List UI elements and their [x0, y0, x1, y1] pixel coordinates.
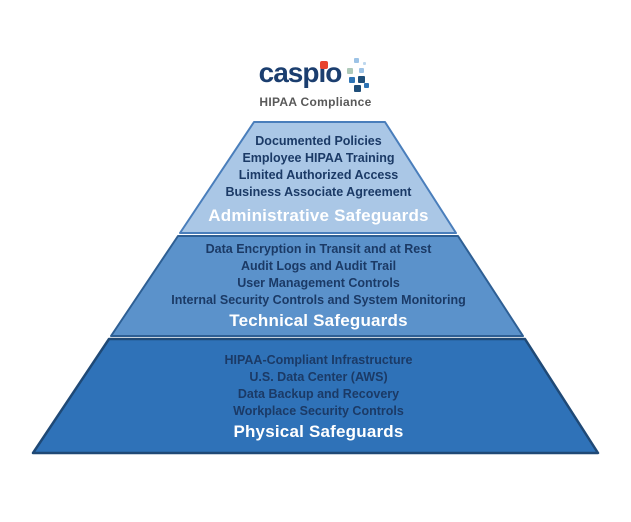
physical-safeguards-label: Physical Safeguards	[233, 422, 404, 441]
tier-administrative-shape	[179, 121, 457, 234]
administrative-safeguards-label: Administrative Safeguards	[208, 206, 429, 225]
caspio-dots-logo-icon	[346, 56, 372, 94]
technical-safeguards-label: Technical Safeguards	[229, 311, 408, 330]
tier-technical-shape	[110, 235, 524, 337]
caspio-wordmark: caspio	[258, 56, 343, 90]
caspio-logo: caspio HIPAA Compliance	[0, 56, 631, 109]
hipaa-compliance-subtitle: HIPAA Compliance	[259, 95, 372, 109]
caspio-brand-text: caspio	[258, 57, 343, 88]
tier-physical-shape	[31, 337, 600, 455]
caspio-i-dot-icon	[319, 61, 328, 69]
